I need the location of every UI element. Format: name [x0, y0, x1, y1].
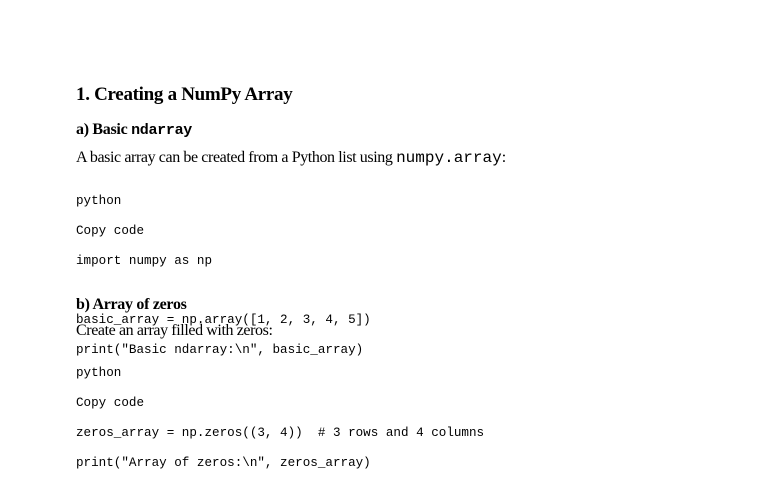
code-line: zeros_array = np.zeros((3, 4)) # 3 rows … — [76, 426, 485, 440]
code-line: basic_array = np.array([1, 2, 3, 4, 5]) — [76, 313, 371, 327]
subsection-a-code: ndarray — [131, 122, 192, 139]
copy-code-button[interactable]: Copy code — [76, 396, 145, 410]
para-text: A basic array can be created from a Pyth… — [76, 149, 397, 166]
code-language-label: python — [76, 366, 122, 380]
code-block-b: python Copy code zeros_array = np.zeros(… — [76, 351, 484, 486]
para-suffix: : — [501, 149, 506, 166]
para-code: numpy.array — [396, 149, 502, 167]
code-block-a: python Copy code import numpy as np basi… — [76, 179, 371, 373]
copy-code-button[interactable]: Copy code — [76, 224, 145, 238]
subsection-a-prefix: a) Basic — [76, 121, 132, 138]
code-line: print("Array of zeros:\n", zeros_array) — [76, 456, 371, 470]
subsection-b-title: b) Array of zeros — [76, 296, 187, 313]
section-title: 1. Creating a NumPy Array — [76, 84, 293, 105]
subsection-b-paragraph: Create an array filled with zeros: — [76, 322, 273, 339]
subsection-a-title: a) Basic ndarray — [76, 120, 192, 141]
code-line: import numpy as np — [76, 254, 213, 268]
code-language-label: python — [76, 194, 122, 208]
code-line: print("Basic ndarray:\n", basic_array) — [76, 343, 364, 357]
subsection-a-paragraph: A basic array can be created from a Pyth… — [76, 148, 506, 168]
